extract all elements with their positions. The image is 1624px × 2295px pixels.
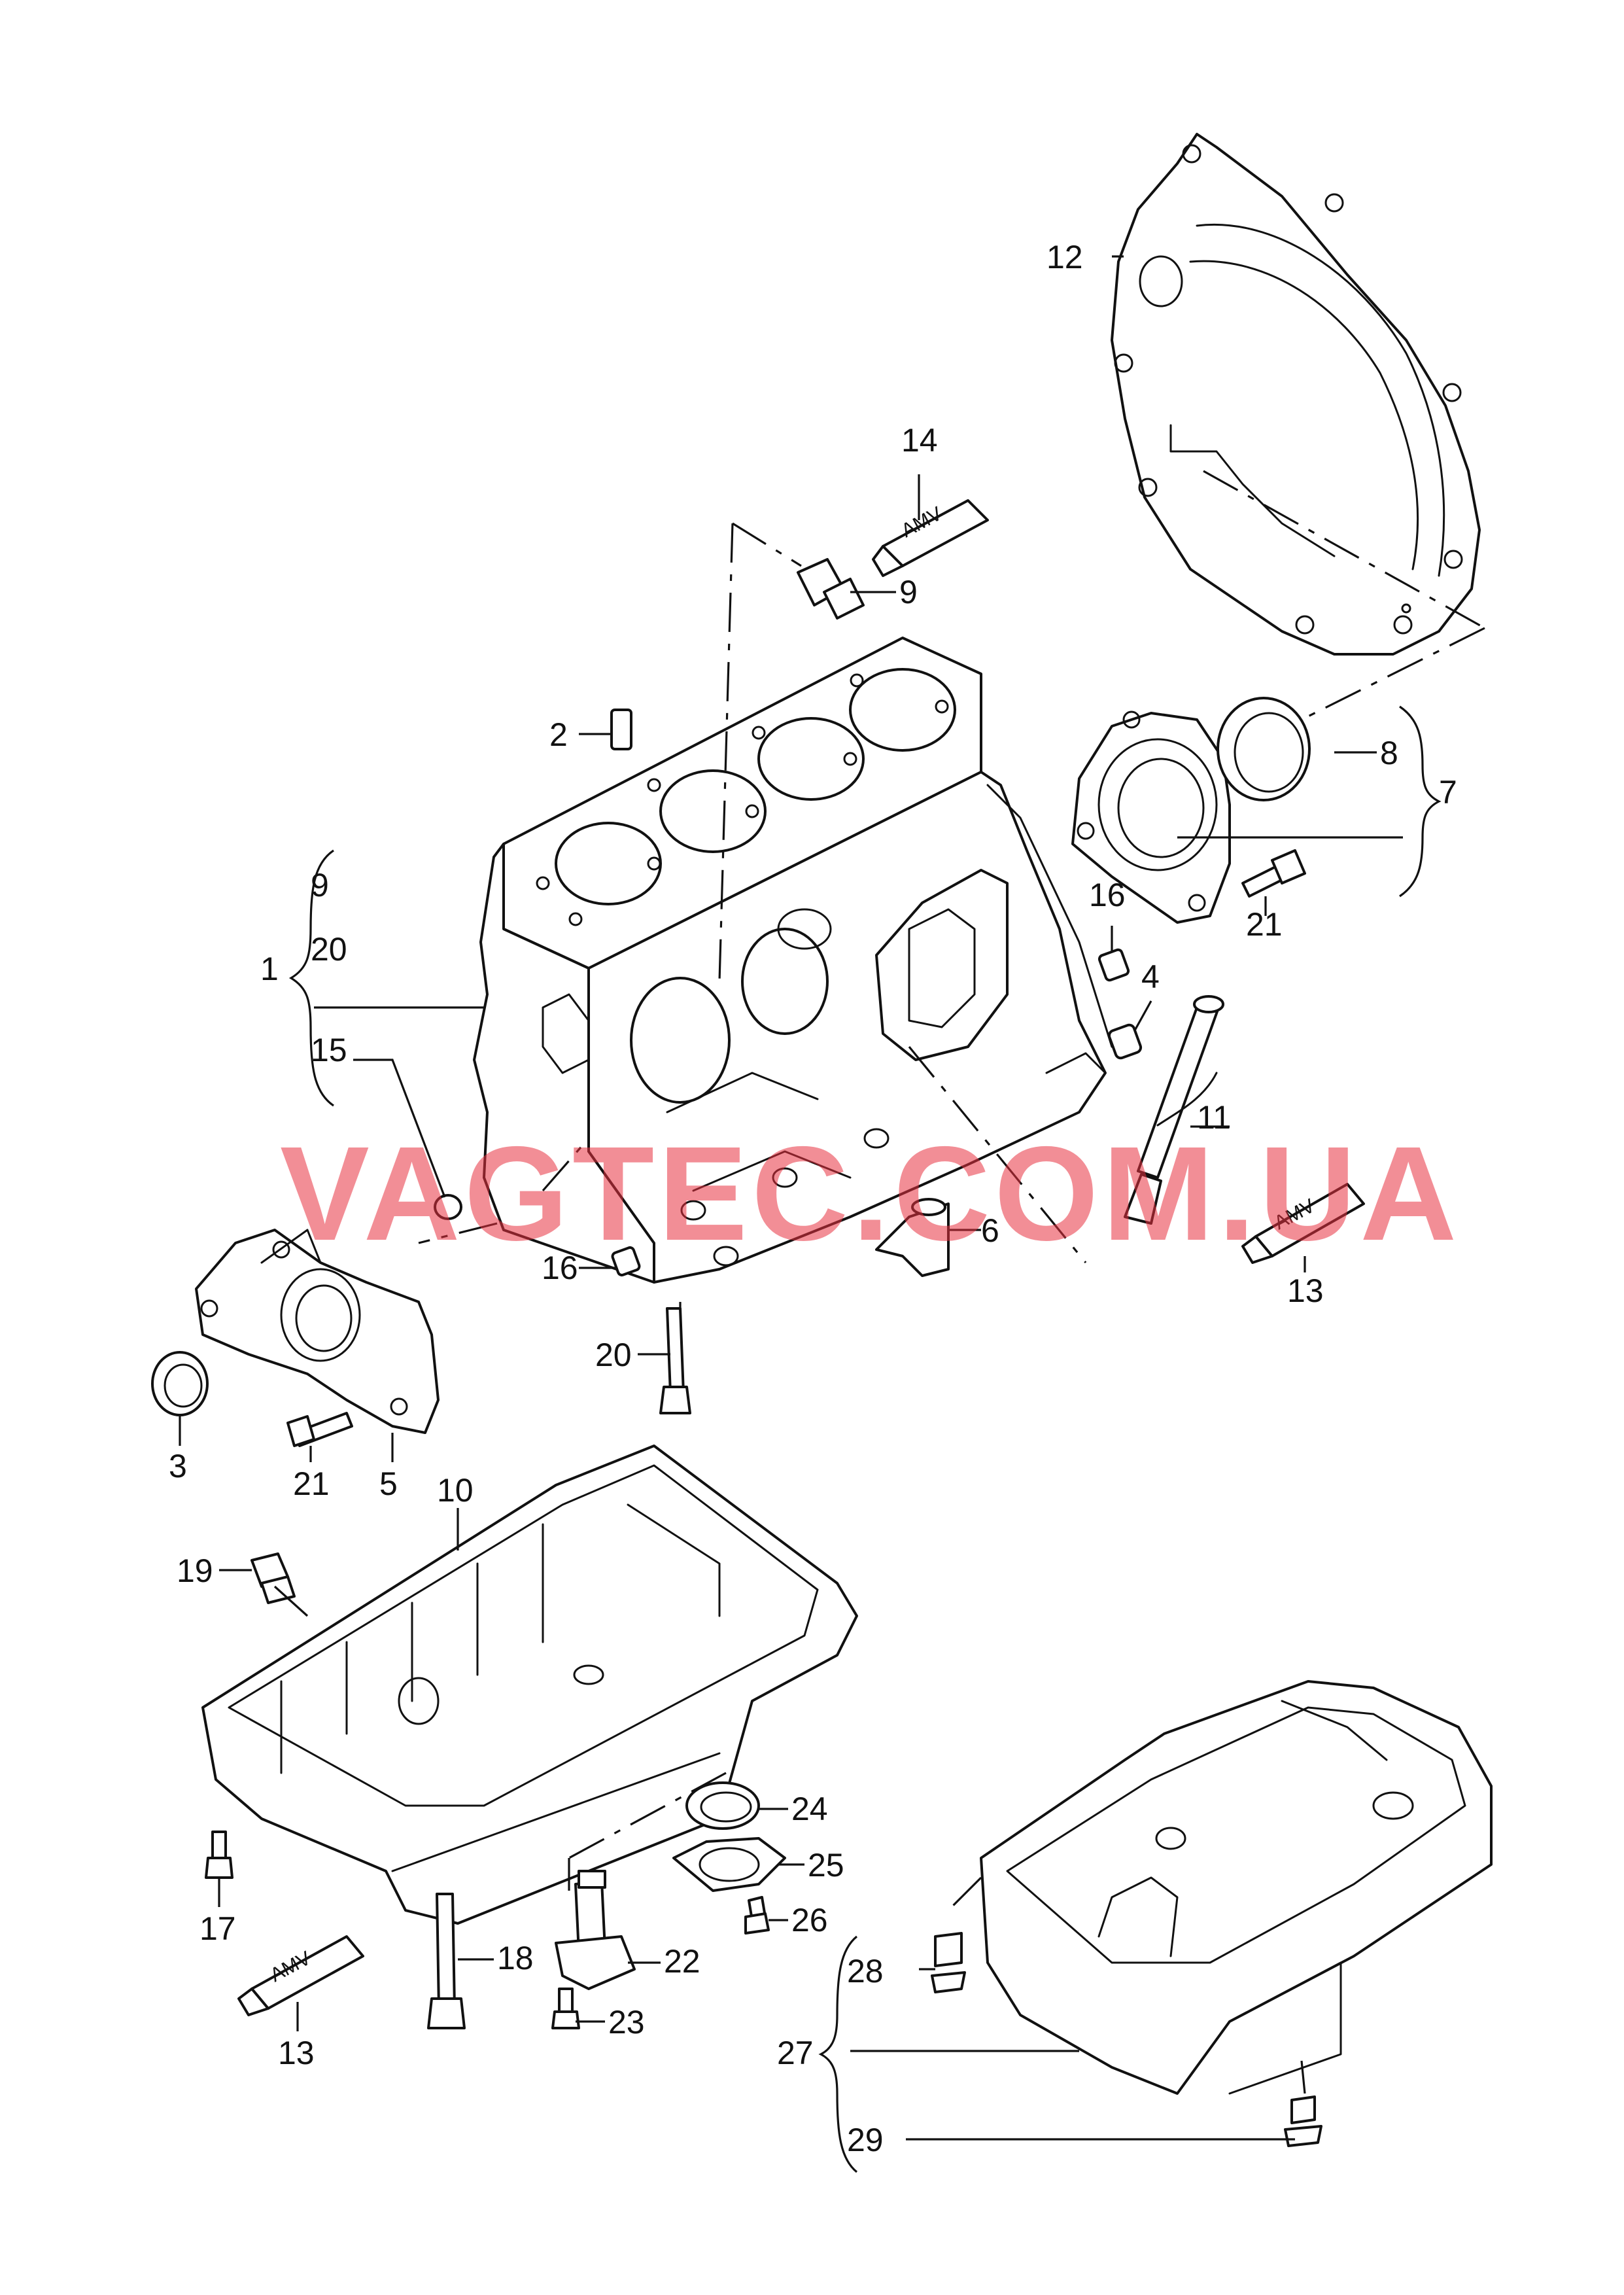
label-25: 25 xyxy=(808,1847,844,1883)
label-21-left: 21 xyxy=(293,1465,330,1502)
label-4: 4 xyxy=(1141,958,1160,995)
label-1: 1 xyxy=(260,951,279,987)
bolt-21-right[interactable] xyxy=(1241,849,1306,898)
label-11: 11 xyxy=(1197,1099,1231,1136)
dowel-sleeve-16-right[interactable] xyxy=(1097,948,1130,982)
lower-oil-pan[interactable] xyxy=(980,1680,1493,2095)
callout-labels: 12 14 9 2 8 7 21 9 20 1 15 16 4 11 6 13 … xyxy=(169,239,1457,2158)
label-20-bolt: 20 xyxy=(595,1337,632,1373)
leader-lines xyxy=(179,255,1403,2141)
label-16-left: 16 xyxy=(542,1250,578,1286)
sensor-flange-25[interactable] xyxy=(672,1837,786,1892)
label-10: 10 xyxy=(437,1472,474,1509)
label-19: 19 xyxy=(177,1552,213,1589)
label-26: 26 xyxy=(791,1902,828,1938)
label-6: 6 xyxy=(981,1212,999,1249)
brace-assembly-7 xyxy=(1399,705,1442,898)
label-13-lower: 13 xyxy=(278,2035,315,2071)
clip-28[interactable] xyxy=(931,1932,966,1993)
label-3: 3 xyxy=(169,1448,187,1484)
dowel-sleeve-2[interactable] xyxy=(610,709,632,750)
brace-assembly-27 xyxy=(818,1935,858,2173)
watermark: VAGTEC.COM.UA xyxy=(280,1119,1460,1269)
brace-assembly-1 xyxy=(288,849,334,1107)
label-22: 22 xyxy=(664,1943,700,1980)
cylinder-block[interactable] xyxy=(473,637,1113,1284)
clip-29[interactable] xyxy=(1284,2095,1322,2147)
bolt-23[interactable] xyxy=(551,1988,580,2029)
sealing-plug-15[interactable] xyxy=(434,1194,462,1220)
drain-plug-19[interactable] xyxy=(251,1552,296,1604)
label-21-right: 21 xyxy=(1246,906,1283,943)
label-8: 8 xyxy=(1380,735,1398,771)
intermediate-plate[interactable] xyxy=(1111,133,1481,656)
front-seal-ring[interactable] xyxy=(151,1351,209,1416)
alignment-lines xyxy=(418,470,1485,2094)
label-14: 14 xyxy=(901,422,938,459)
bolt-18[interactable] xyxy=(427,1893,466,2029)
sealant-tube-13-lower[interactable]: AMV xyxy=(237,1935,364,2016)
front-sealing-flange[interactable] xyxy=(195,1229,440,1434)
oil-spray-nozzle[interactable] xyxy=(875,1198,950,1277)
dowel-sleeve-16-left[interactable] xyxy=(611,1246,641,1277)
label-12: 12 xyxy=(1046,239,1083,275)
oil-level-sensor[interactable] xyxy=(555,1870,636,1990)
label-17: 17 xyxy=(199,1910,236,1947)
bolt-26[interactable] xyxy=(744,1896,770,1935)
rear-seal-ring[interactable] xyxy=(1217,697,1311,801)
label-23: 23 xyxy=(608,2004,645,2041)
seal-ring-24[interactable] xyxy=(685,1781,760,1830)
bolt-17[interactable] xyxy=(205,1831,233,1879)
label-18: 18 xyxy=(497,1940,534,1976)
oil-jet-bolt[interactable] xyxy=(797,558,865,620)
bolt-20[interactable] xyxy=(659,1307,691,1414)
label-13-upper: 13 xyxy=(1287,1272,1324,1309)
label-20: 20 xyxy=(311,931,347,968)
rear-sealing-flange[interactable] xyxy=(1071,710,1231,924)
label-28: 28 xyxy=(847,1953,884,1989)
label-7: 7 xyxy=(1439,774,1457,811)
bush-4[interactable] xyxy=(1107,1023,1143,1060)
label-24: 24 xyxy=(791,1791,828,1827)
label-2: 2 xyxy=(549,716,568,753)
label-27: 27 xyxy=(777,2035,814,2071)
dipstick-guide-tube[interactable] xyxy=(1124,995,1224,1225)
label-9-bolt: 9 xyxy=(899,574,918,610)
label-29: 29 xyxy=(847,2122,884,2158)
label-9: 9 xyxy=(311,867,329,903)
bolt-21-left[interactable] xyxy=(286,1412,353,1447)
label-5: 5 xyxy=(379,1465,398,1502)
label-15: 15 xyxy=(311,1032,347,1068)
label-16-right: 16 xyxy=(1089,877,1126,913)
sealant-tube-14[interactable]: AMV xyxy=(872,499,989,577)
